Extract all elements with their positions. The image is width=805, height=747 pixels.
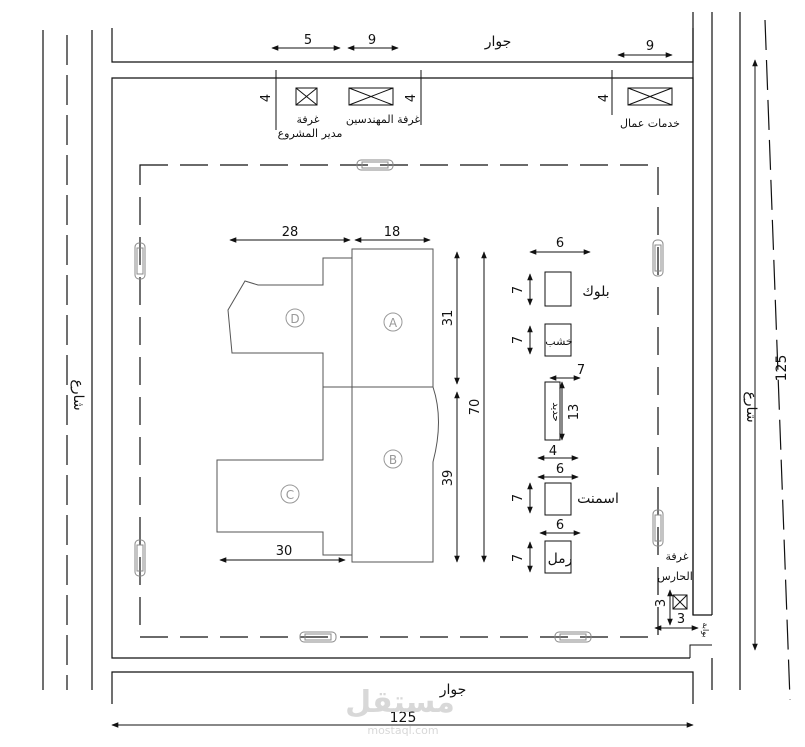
dim-bldg-30: 30 [276,544,293,559]
dim-mat-4: 4 [549,444,557,459]
dashed-fence [139,164,659,638]
neighbor-top-label: جوار [484,34,512,50]
dim-bldg-39: 39 [441,470,456,487]
watermark-logo-text: مستقل [345,685,455,720]
dim-guard-3a: 3 [654,599,669,607]
fence-lights [134,159,664,643]
guard-label-line1: غرفة [666,550,689,563]
dim-mat-6c: 6 [556,518,564,533]
dim-mat-7b: 7 [511,336,526,344]
block-label: بلوك [582,284,609,300]
dim-mat-7e: 7 [511,554,526,562]
dim-mat-7a: 7 [511,286,526,294]
steel-label: حديد [550,402,561,421]
dim-top-4c: 4 [597,94,612,102]
wood-label: خشب [545,335,572,348]
zone-a: A [383,312,403,332]
gate-label: بوابة [701,622,710,637]
watermark-url: mostaql.com [367,724,438,737]
room-project-manager [295,87,318,106]
dim-top-4b: 4 [404,94,419,102]
dim-site-125-right: 125 [774,355,790,382]
zone-c-label: C [286,488,294,502]
dim-mat-6b: 6 [556,462,564,477]
zone-a-label: A [389,316,398,330]
street-left [42,30,93,690]
gate-line [689,644,712,658]
guard-label-line2: الحارس [657,570,693,583]
dim-mat-13: 13 [567,404,582,421]
dim-top-4a: 4 [259,94,274,102]
dim-mat-6a: 6 [556,236,564,251]
steel-storage [544,381,561,441]
room-engineers [348,87,394,106]
zone-d-label: D [290,312,299,326]
dimension-lines [111,45,758,728]
neighbor-bottom-boundary [111,671,694,704]
dim-top-5: 5 [304,33,312,48]
dim-mat-7c: 7 [577,363,585,378]
block-storage [544,271,572,307]
dim-bldg-31: 31 [441,310,456,327]
worker-services-label: خدمات عمال [620,117,680,130]
room-pm-label-line1: غرفة [297,113,320,126]
building [216,248,439,563]
dim-bldg-70: 70 [468,399,483,416]
zone-c: C [280,484,300,504]
neighbor-top-boundary [111,28,694,63]
guard-room [672,594,688,610]
zone-d: D [285,308,305,328]
wood-storage [544,323,572,357]
dim-top-9a: 9 [368,33,376,48]
room-engineers-label: غرفة المهندسين [346,113,421,126]
zone-b: B [383,449,403,469]
dim-bldg-18: 18 [384,225,401,240]
street-left-label: شارع [70,379,86,410]
site-boundary [111,77,712,659]
cement-label: اسمنت [577,491,619,507]
dim-site-125-bottom: 125 [390,710,417,726]
street-right-label: شارع [743,391,759,422]
cement-storage [544,482,572,516]
dim-guard-3b: 3 [677,612,685,627]
sand-storage [544,540,572,574]
dim-top-9b: 9 [646,39,654,54]
dim-mat-7d: 7 [511,494,526,502]
neighbor-bottom-label: جوار [439,682,467,698]
dim-bldg-28: 28 [282,225,299,240]
worker-services-room [627,87,673,106]
sand-label: رمل [548,551,573,567]
zone-b-label: B [389,453,397,467]
room-pm-label-line2: مدير المشروع [278,127,343,140]
